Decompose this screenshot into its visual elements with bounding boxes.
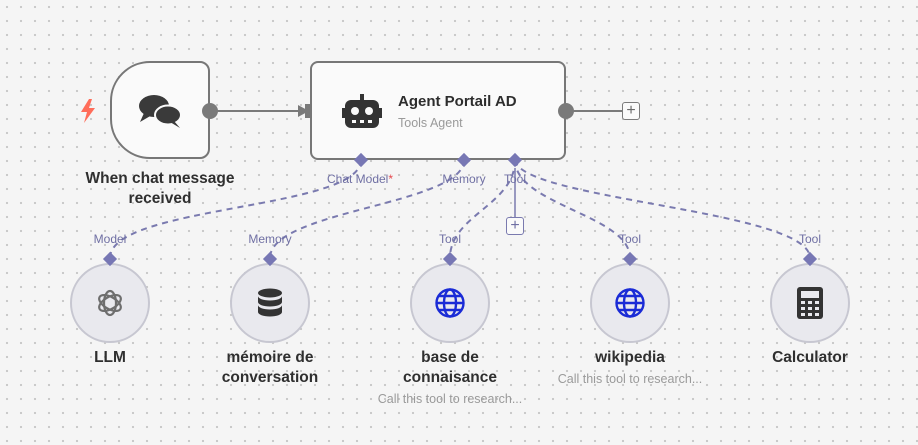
- wiki-node[interactable]: [590, 263, 670, 343]
- agent-output-port[interactable]: [558, 103, 574, 119]
- memory-node[interactable]: [230, 263, 310, 343]
- tool-wiki-connection: [514, 159, 631, 259]
- calculator-icon: [797, 287, 823, 319]
- memory-node-title: mémoire de conversation: [221, 349, 319, 386]
- tool-port-label: Tool: [503, 172, 527, 186]
- chat-model-port-label: Chat Model*: [326, 172, 394, 186]
- agent-title: Agent Portail AD: [398, 93, 517, 110]
- tool-calc-connection: [514, 159, 811, 259]
- agent-input-port: [305, 104, 311, 118]
- openai-icon: [98, 289, 122, 317]
- calc-node[interactable]: [770, 263, 850, 343]
- model-connection: [109, 159, 362, 259]
- kb-port-label: Tool: [438, 232, 462, 246]
- robot-icon: [342, 94, 382, 128]
- chat-bubbles-icon: [139, 95, 182, 128]
- add-tool-button[interactable]: +: [506, 217, 524, 235]
- globe-icon: [435, 288, 465, 318]
- connection-arrow: [298, 105, 309, 117]
- database-icon: [258, 288, 282, 317]
- trigger-title: When chat message received: [85, 170, 235, 207]
- trigger-node[interactable]: [110, 61, 210, 159]
- trigger-output-port[interactable]: [202, 103, 218, 119]
- wiki-subtitle: Call this tool to research...: [557, 372, 703, 386]
- memory-port-label: Memory: [442, 172, 486, 186]
- globe-icon: [615, 288, 645, 318]
- llm-port-label: Model: [93, 232, 127, 246]
- add-next-node-button[interactable]: +: [622, 102, 640, 120]
- kb-node[interactable]: [410, 263, 490, 343]
- llm-node[interactable]: [70, 263, 150, 343]
- memory-connection: [269, 159, 465, 259]
- agent-subtitle: Tools Agent: [398, 116, 463, 130]
- wiki-title: wikipedia: [595, 349, 665, 366]
- kb-subtitle: Call this tool to research...: [377, 392, 523, 406]
- calc-title: Calculator: [772, 349, 848, 366]
- llm-title: LLM: [94, 349, 126, 366]
- kb-title: base de connaisance: [403, 349, 497, 386]
- memory-node-port-label: Memory: [248, 232, 292, 246]
- wiki-port-label: Tool: [618, 232, 642, 246]
- tool-kb-connection: [449, 159, 516, 259]
- lightning-icon: [81, 99, 95, 123]
- calc-port-label: Tool: [798, 232, 822, 246]
